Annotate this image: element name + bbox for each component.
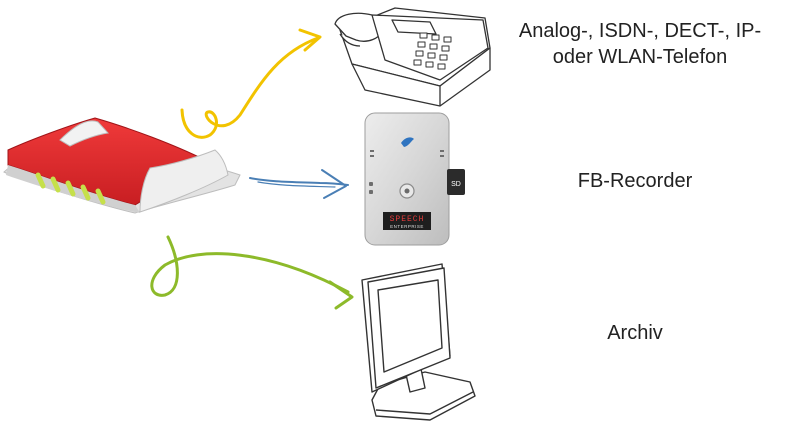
phone-label-line2: oder WLAN-Telefon	[552, 46, 728, 68]
device-brand-line1: SPEECH	[390, 215, 425, 224]
monitor-icon	[361, 263, 476, 421]
recorder-label: FB-Recorder	[577, 170, 693, 192]
router-leds	[35, 172, 106, 205]
device-brand-line2: ENTERPRISE	[390, 224, 424, 229]
arrow-to-archive	[150, 235, 354, 310]
telephone-icon	[334, 7, 491, 107]
sd-card-icon: SD	[447, 169, 465, 195]
router-icon	[3, 117, 241, 214]
phone-label-line1: Analog-, ISDN-, DECT-, IP-	[518, 20, 762, 42]
recorder-device-icon: SD SPEECH ENTERPRISE	[364, 112, 465, 246]
device-logo-icon	[401, 137, 414, 147]
phone-label: Analog-, ISDN-, DECT-, IP- oder WLAN-Tel…	[500, 18, 780, 70]
archive-label: Archiv	[607, 322, 663, 344]
svg-text:SD: SD	[451, 181, 461, 188]
arrow-to-recorder	[249, 169, 349, 199]
arrow-to-phone	[180, 28, 322, 139]
